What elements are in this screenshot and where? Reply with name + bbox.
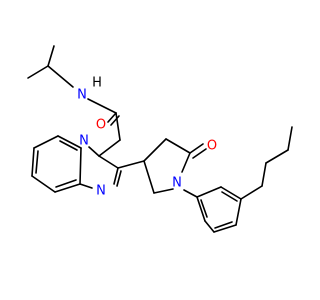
bond [31,147,35,177]
bond [79,147,82,185]
bond [221,191,238,202]
bond-layer [27,45,293,233]
bond [33,135,59,149]
bond [220,186,242,200]
bond [213,224,237,233]
bond [54,183,81,193]
bond [115,112,121,141]
bond [196,186,222,198]
bond [200,199,208,218]
bond [261,162,267,187]
bond [204,220,215,233]
lactam-nitrogen-label: N [172,176,182,191]
bond [107,112,117,123]
bond [31,175,56,193]
bond [143,138,167,162]
benzimidazole-n3-label: N [96,184,106,199]
bond [192,148,207,159]
bond [196,196,206,222]
bond [35,150,39,174]
bond [55,179,77,188]
hydrogen-atom-label: H [92,76,102,91]
bond [189,143,204,154]
bond [214,221,233,229]
bond [113,167,119,185]
bond [116,170,122,187]
bond [57,135,82,149]
molecule-structure: H N O N N O N [27,45,293,233]
amide-nitrogen-label: N [77,88,87,103]
bond [287,126,293,151]
bond [117,160,145,169]
bond [153,188,174,194]
bond [27,65,49,79]
bond [183,189,198,198]
bond [110,115,120,126]
bond [88,146,100,157]
bond [87,98,117,114]
bond [181,152,191,173]
bond [47,45,55,67]
lactam-oxygen-label: O [207,139,217,154]
bond [235,198,242,226]
bond [265,149,289,164]
bond [165,138,191,154]
atom-label-layer: H N O N N O N [77,76,217,199]
bond [47,65,74,88]
amide-oxygen-label: O [96,118,106,133]
bond [59,140,78,151]
benzimidazole-n1-label: N [79,134,89,149]
bond [98,139,121,157]
bond [240,185,263,200]
bond [98,155,119,169]
bond [143,160,155,194]
bond [79,183,93,189]
